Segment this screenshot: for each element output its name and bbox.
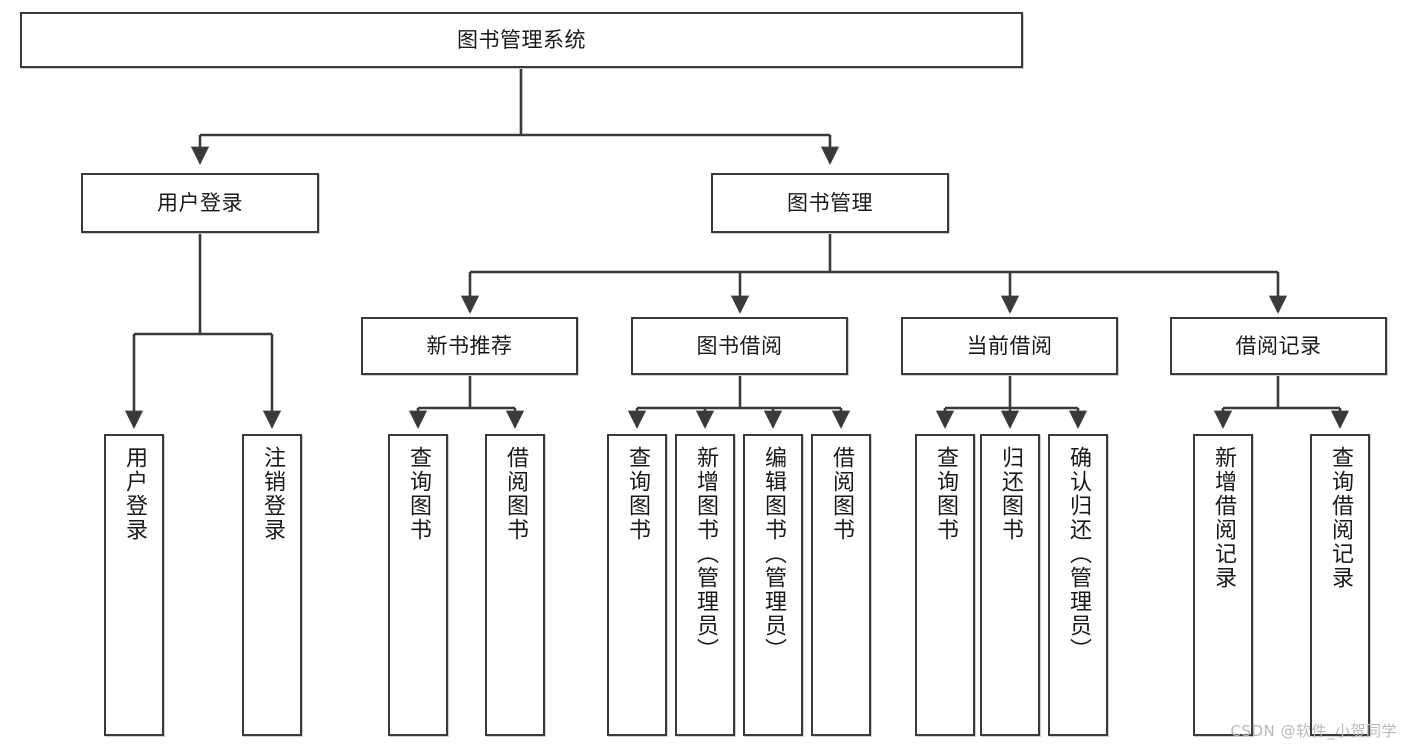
node-label: 查询图书 [932,446,958,542]
node-user-login[interactable]: 用户登录 [81,173,319,233]
node-label: 查询借阅记录 [1327,446,1353,590]
node-root-system[interactable]: 图书管理系统 [20,12,1023,68]
node-label: 借阅图书 [828,446,854,542]
node-book-borrow[interactable]: 图书借阅 [631,317,848,375]
leaf-query-book-recommend[interactable]: 查询图书 [388,434,448,736]
node-label: 新增借阅记录 [1210,446,1236,590]
leaf-confirm-return-admin[interactable]: 确认归还（管理员） [1048,434,1108,736]
node-label: 当前借阅 [966,333,1053,358]
node-label: 借阅图书 [502,446,528,542]
leaf-logout[interactable]: 注销登录 [242,434,302,736]
node-label: 借阅记录 [1235,333,1322,358]
node-label: 归还图书 [997,446,1023,542]
node-label: 图书借阅 [696,333,783,358]
leaf-borrow-book[interactable]: 借阅图书 [811,434,871,736]
leaf-edit-book-admin[interactable]: 编辑图书（管理员） [743,434,803,736]
leaf-add-borrow-record[interactable]: 新增借阅记录 [1193,434,1253,736]
node-new-book-recommend[interactable]: 新书推荐 [361,317,578,375]
node-book-management[interactable]: 图书管理 [711,173,949,233]
node-label: 确认归还（管理员） [1065,446,1091,662]
node-label: 新增图书（管理员） [692,446,718,662]
leaf-query-book-borrow[interactable]: 查询图书 [607,434,667,736]
node-label: 用户登录 [157,190,243,215]
csdn-watermark: CSDN @软件_小贺同学 [1230,722,1397,740]
node-label: 注销登录 [259,446,285,542]
node-borrow-record[interactable]: 借阅记录 [1170,317,1387,375]
node-current-borrow[interactable]: 当前借阅 [901,317,1118,375]
leaf-borrow-book-recommend[interactable]: 借阅图书 [485,434,545,736]
node-label: 编辑图书（管理员） [760,446,786,662]
node-label: 查询图书 [405,446,431,542]
leaf-add-book-admin[interactable]: 新增图书（管理员） [675,434,735,736]
leaf-query-book-current[interactable]: 查询图书 [915,434,975,736]
node-label: 查询图书 [624,446,650,542]
leaf-return-book[interactable]: 归还图书 [980,434,1040,736]
node-label: 图书管理 [787,190,873,215]
node-label: 用户登录 [121,446,147,542]
node-label: 新书推荐 [426,333,513,358]
leaf-user-login[interactable]: 用户登录 [104,434,164,736]
node-label: 图书管理系统 [457,27,586,52]
leaf-query-borrow-record[interactable]: 查询借阅记录 [1310,434,1370,736]
